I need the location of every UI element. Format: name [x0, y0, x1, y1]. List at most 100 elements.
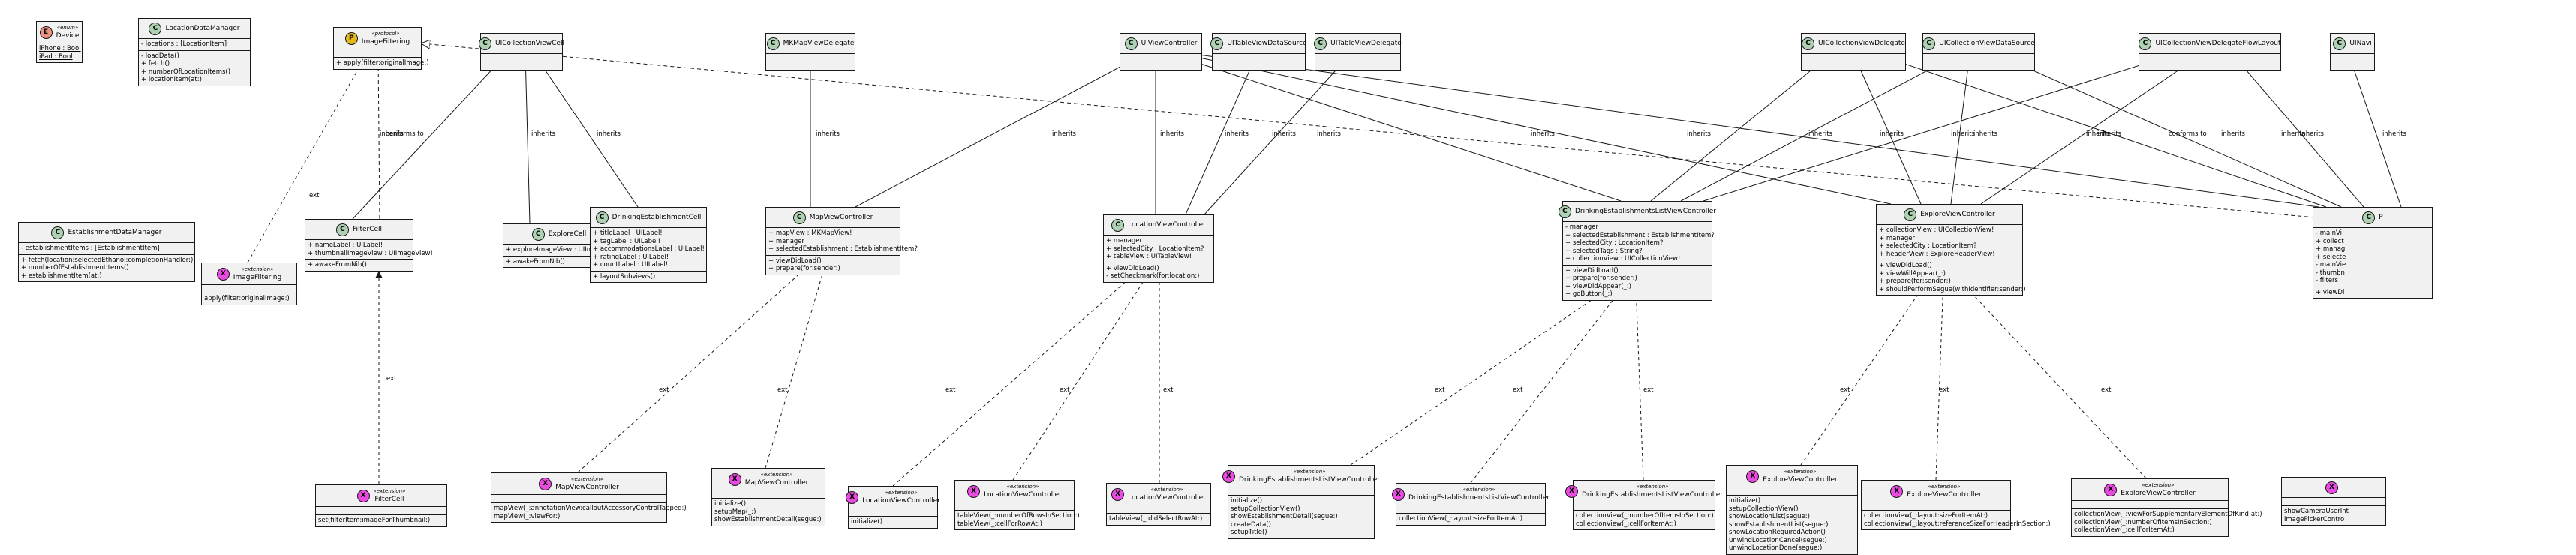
uml-box-header: X«extension»MapViewController	[491, 473, 666, 494]
fields-section	[316, 506, 446, 514]
relationship-label: inherits	[1808, 130, 1832, 138]
fields-section	[1315, 53, 1400, 62]
class-name: FilterCell	[352, 225, 383, 233]
fields-section	[766, 53, 855, 62]
fields-section	[1213, 53, 1305, 62]
ext-badge-icon: X	[846, 490, 859, 504]
methods-section	[2331, 62, 2374, 70]
method-row: unwindLocationCancel(segue:)	[1729, 536, 1827, 544]
method-row: + viewWillAppear(_:)	[1879, 269, 1946, 278]
method-row: setupMap(_:)	[714, 508, 756, 516]
edge-inherit	[1950, 54, 1970, 205]
methods-section: initialize()setupCollectionView()showLoc…	[1727, 495, 1857, 554]
field-row: + selecte	[2316, 253, 2346, 261]
method-row: + awakeFromNib()	[308, 261, 367, 268]
relationship-label: conforms to	[386, 130, 424, 138]
class-badge-icon: C	[1111, 218, 1125, 232]
relationship-label: inherits	[1973, 130, 1997, 138]
edge-inherit	[525, 54, 531, 224]
edge-inherit	[1876, 54, 2327, 208]
class-name: ExploreCell	[548, 230, 587, 238]
field-row: + mapView : MKMapView!	[768, 230, 852, 237]
field-row: + selectedEstablishment : EstablishmentI…	[768, 245, 918, 253]
relationship-label: inherits	[1531, 130, 1555, 138]
field-row: + thumbnailImageView : UIImageView!	[308, 249, 433, 257]
methods-section: initialize()setupMap(_:)showEstablishmen…	[712, 498, 825, 526]
method-row: tableView(_:cellForRowAt:)	[957, 520, 1042, 528]
edge-ext	[1935, 278, 1947, 481]
methods-section: collectionView(_:numberOfItemsInSection:…	[1574, 510, 1715, 530]
method-row: collectionView(_:cellForItemAt:)	[2074, 526, 2175, 534]
edge-conform	[378, 52, 380, 220]
field-row: + manager	[768, 237, 805, 245]
class-name: UIViewController	[1141, 39, 1198, 47]
method-row: mapView(_:viewFor:)	[494, 512, 561, 520]
method-row: + apply(filter:originalImage:)	[336, 59, 429, 67]
method-row: setupCollectionView()	[1231, 505, 1300, 513]
fields-section: + exploreImageView : UIImageView!	[503, 244, 622, 256]
relationship-label: ext	[1939, 386, 1949, 394]
fields-section: - establishmentItems : [EstablishmentIte…	[19, 242, 194, 254]
methods-section: + apply(filter:originalImage:)	[334, 57, 429, 69]
methods-section: collectionView(_:layout:sizeForItemAt:)c…	[1862, 510, 2051, 530]
relationship-label: conforms to	[2169, 130, 2207, 138]
class-name: Device	[56, 32, 80, 40]
fields-section	[2072, 500, 2228, 508]
relationship-label: ext	[1163, 386, 1174, 394]
uml-box-header: X«extension»LocationViewController	[955, 481, 1074, 502]
relationship-label: inherits	[1225, 130, 1249, 138]
methods-section	[1315, 62, 1400, 70]
relationship-label: inherits	[1160, 130, 1184, 138]
class-badge-icon: C	[1314, 37, 1327, 50]
fields-section	[1923, 53, 2034, 62]
relationship-label: inherits	[2097, 130, 2121, 138]
class-name: DrinkingEstablishmentsListViewController	[1238, 476, 1381, 484]
fields-section: - mainVi+ collect+ manag+ selecte- mainV…	[2313, 227, 2432, 286]
relationship-label: inherits	[2300, 130, 2324, 138]
method-row: + prepare(for:sender:)	[768, 265, 840, 272]
fields-section	[1228, 487, 1374, 495]
method-row: collectionView(_:cellForItemAt:)	[1576, 520, 1676, 528]
method-row: + fetch(location:selectedEthanol:complet…	[21, 256, 194, 264]
ext-badge-icon: X	[2325, 481, 2338, 494]
fields-section	[2331, 53, 2374, 62]
class-name: UINavi	[2349, 39, 2372, 47]
proto-badge-icon: P	[344, 32, 358, 45]
method-row: showEstablishmentDetail(segue:)	[1231, 513, 1338, 520]
relationship-label: ext	[1513, 386, 1523, 394]
ext-badge-icon: X	[2104, 483, 2118, 496]
stereotype-label: «extension»	[1293, 469, 1326, 475]
stereotype-label: «extension»	[1006, 484, 1039, 490]
method-row: collectionView(_:viewForSupplementaryEle…	[2074, 511, 2262, 518]
methods-section: initialize()	[849, 516, 937, 528]
methods-section: set(filterItem:imageForThumbnail:)	[316, 514, 446, 526]
relationship-label: inherits	[1272, 130, 1296, 138]
edge-ext	[765, 263, 828, 469]
ext-badge-icon: X	[1890, 484, 1904, 498]
field-row: + collectionView : UICollectionView!	[1565, 255, 1681, 262]
edge-ext	[1470, 284, 1625, 484]
method-row: apply(filter:originalImage:)	[204, 295, 290, 302]
edge-inherit	[855, 54, 1144, 208]
stereotype-label: «enum»	[56, 25, 79, 31]
field-row: - establishmentItems : [EstablishmentIte…	[21, 244, 160, 252]
uml-box-drinkvc-ext2: X«extension»DrinkingEstablishmentsListVi…	[1391, 483, 1550, 526]
method-row: + viewDidLoad()	[1879, 262, 1932, 269]
uml-box-imagefiltering: P«protocol»ImageFiltering+ apply(filter:…	[333, 27, 429, 70]
class-name: DrinkingEstablishmentsListViewController	[1574, 207, 1717, 215]
uml-box-drinkvc-ext3: X«extension»DrinkingEstablishmentsListVi…	[1565, 480, 1723, 530]
class-name: MapViewController	[809, 213, 873, 221]
methods-section: tableView(_:didSelectRowAt:)	[1107, 513, 1210, 525]
class-name: ExploreViewController	[1920, 210, 1995, 218]
class-name: MapViewController	[744, 479, 809, 487]
